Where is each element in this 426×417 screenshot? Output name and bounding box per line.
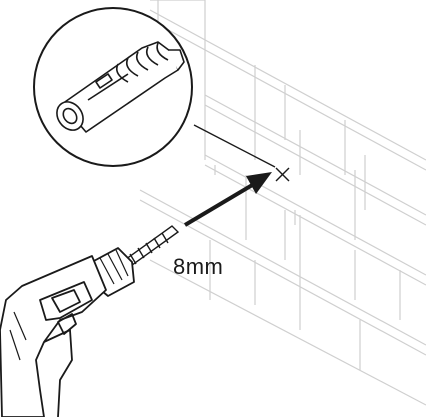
wall-plug-icon [56,41,185,133]
leader-line [193,124,276,168]
cross-mark-icon [275,167,290,182]
brick-wall [139,0,426,406]
arrow-icon [183,172,272,227]
cordless-drill-icon [0,247,135,417]
drill-size-label: 8mm [173,254,224,279]
